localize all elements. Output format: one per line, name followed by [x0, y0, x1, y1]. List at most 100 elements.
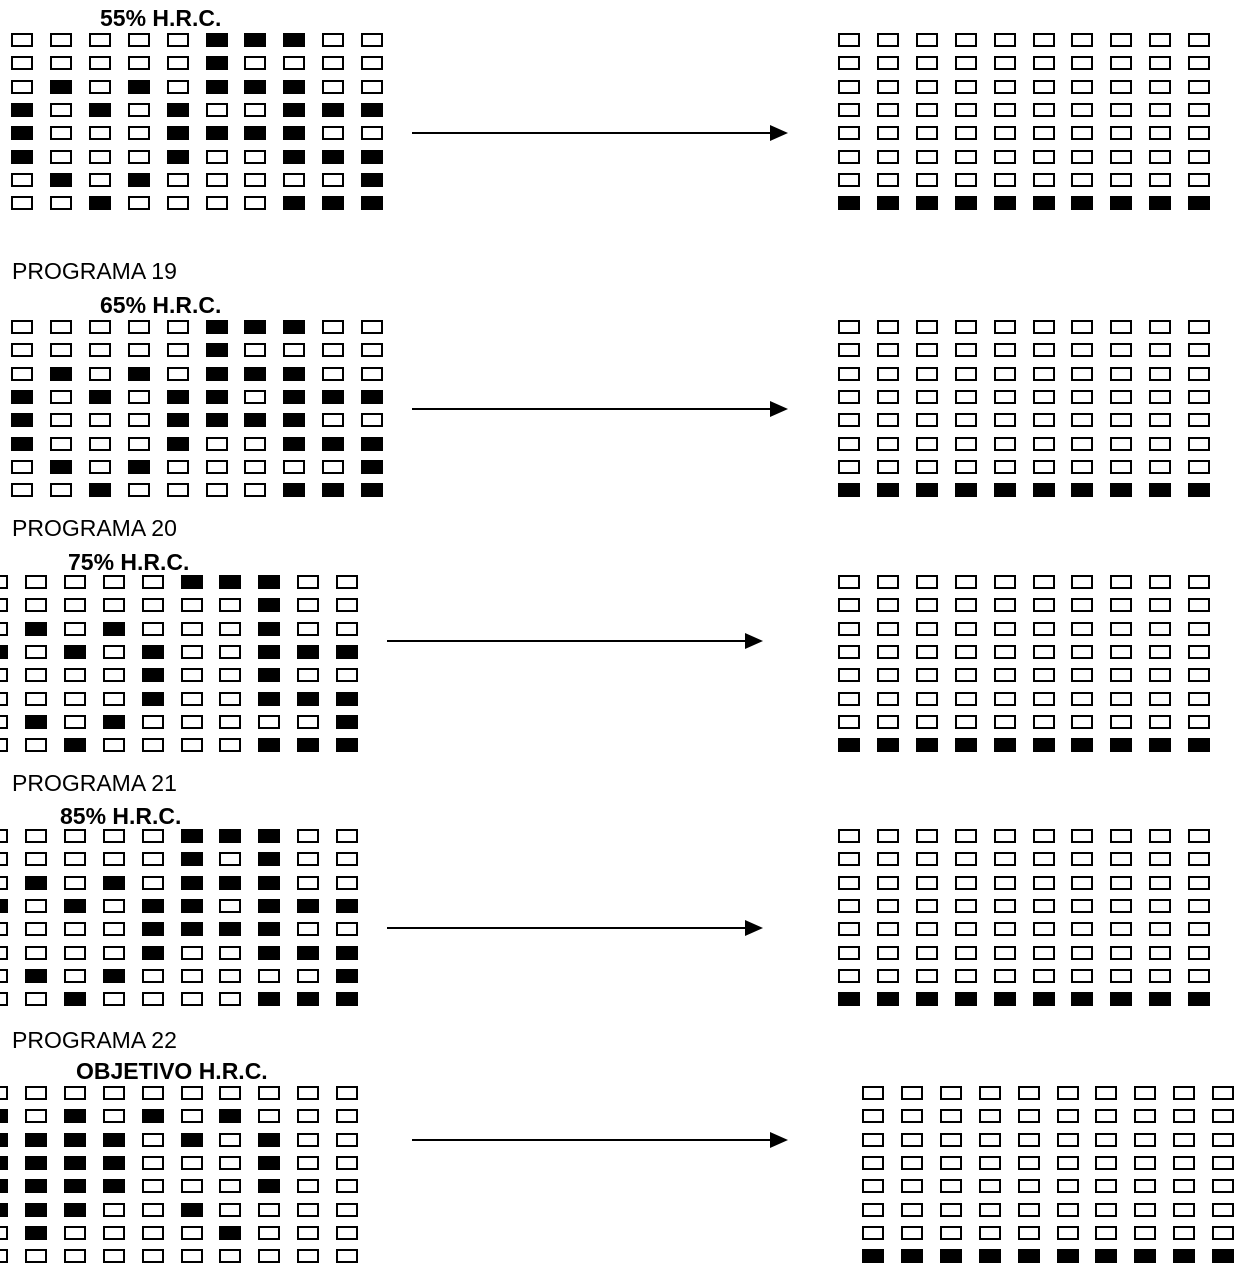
empty-cell	[994, 598, 1016, 612]
empty-cell	[955, 852, 977, 866]
empty-cell	[838, 622, 860, 636]
empty-cell	[1033, 922, 1055, 936]
empty-cell	[103, 992, 125, 1006]
empty-cell	[1033, 829, 1055, 843]
empty-cell	[50, 390, 72, 404]
empty-cell	[838, 852, 860, 866]
empty-cell	[322, 367, 344, 381]
empty-cell	[955, 575, 977, 589]
filled-cell	[219, 829, 241, 843]
filled-cell	[1071, 738, 1093, 752]
empty-cell	[1149, 692, 1171, 706]
empty-cell	[1071, 33, 1093, 47]
filled-cell	[258, 992, 280, 1006]
empty-cell	[219, 899, 241, 913]
filled-cell	[11, 413, 33, 427]
empty-cell	[994, 437, 1016, 451]
filled-cell	[283, 196, 305, 210]
filled-cell	[955, 738, 977, 752]
empty-cell	[955, 922, 977, 936]
empty-cell	[1173, 1109, 1195, 1123]
empty-cell	[1057, 1156, 1079, 1170]
empty-cell	[1188, 645, 1210, 659]
filled-cell	[1173, 1249, 1195, 1263]
empty-cell	[955, 899, 977, 913]
empty-cell	[862, 1179, 884, 1193]
empty-cell	[0, 668, 8, 682]
empty-cell	[361, 413, 383, 427]
empty-cell	[838, 969, 860, 983]
filled-cell	[336, 899, 358, 913]
empty-cell	[1110, 390, 1132, 404]
empty-cell	[1033, 56, 1055, 70]
filled-cell	[181, 852, 203, 866]
empty-cell	[1033, 668, 1055, 682]
empty-cell	[142, 1156, 164, 1170]
filled-cell	[50, 80, 72, 94]
empty-cell	[994, 343, 1016, 357]
filled-cell	[283, 413, 305, 427]
filled-cell	[128, 460, 150, 474]
empty-cell	[877, 103, 899, 117]
empty-cell	[1173, 1226, 1195, 1240]
empty-cell	[838, 715, 860, 729]
empty-cell	[877, 150, 899, 164]
filled-cell	[0, 1109, 8, 1123]
filled-cell	[25, 1226, 47, 1240]
filled-cell	[167, 413, 189, 427]
empty-cell	[838, 946, 860, 960]
empty-cell	[25, 575, 47, 589]
empty-cell	[219, 622, 241, 636]
empty-cell	[916, 829, 938, 843]
empty-cell	[877, 876, 899, 890]
empty-cell	[11, 56, 33, 70]
empty-cell	[206, 196, 228, 210]
filled-cell	[297, 946, 319, 960]
empty-cell	[955, 343, 977, 357]
empty-cell	[50, 196, 72, 210]
filled-cell	[64, 1109, 86, 1123]
empty-cell	[994, 852, 1016, 866]
filled-cell	[219, 876, 241, 890]
empty-cell	[336, 1086, 358, 1100]
filled-cell	[979, 1249, 1001, 1263]
empty-cell	[1110, 622, 1132, 636]
empty-cell	[1149, 173, 1171, 187]
empty-cell	[297, 1226, 319, 1240]
filled-cell	[50, 173, 72, 187]
filled-cell	[297, 692, 319, 706]
empty-cell	[1033, 33, 1055, 47]
filled-cell	[258, 738, 280, 752]
filled-cell	[1188, 738, 1210, 752]
empty-cell	[1110, 150, 1132, 164]
empty-cell	[994, 150, 1016, 164]
empty-cell	[244, 150, 266, 164]
empty-cell	[862, 1226, 884, 1240]
empty-cell	[336, 1226, 358, 1240]
empty-cell	[1033, 80, 1055, 94]
empty-cell	[1149, 437, 1171, 451]
empty-cell	[877, 80, 899, 94]
empty-cell	[103, 692, 125, 706]
empty-cell	[336, 1133, 358, 1147]
empty-cell	[979, 1226, 1001, 1240]
empty-cell	[838, 598, 860, 612]
filled-cell	[258, 692, 280, 706]
filled-cell	[1188, 483, 1210, 497]
empty-cell	[244, 437, 266, 451]
empty-cell	[258, 1226, 280, 1240]
empty-cell	[336, 829, 358, 843]
empty-cell	[142, 738, 164, 752]
empty-cell	[11, 80, 33, 94]
empty-cell	[1188, 437, 1210, 451]
filled-cell	[11, 437, 33, 451]
empty-cell	[50, 320, 72, 334]
filled-cell	[25, 1203, 47, 1217]
empty-cell	[1033, 575, 1055, 589]
filled-cell	[244, 33, 266, 47]
empty-cell	[128, 196, 150, 210]
empty-cell	[955, 969, 977, 983]
empty-cell	[1110, 899, 1132, 913]
empty-cell	[955, 320, 977, 334]
filled-cell	[994, 196, 1016, 210]
